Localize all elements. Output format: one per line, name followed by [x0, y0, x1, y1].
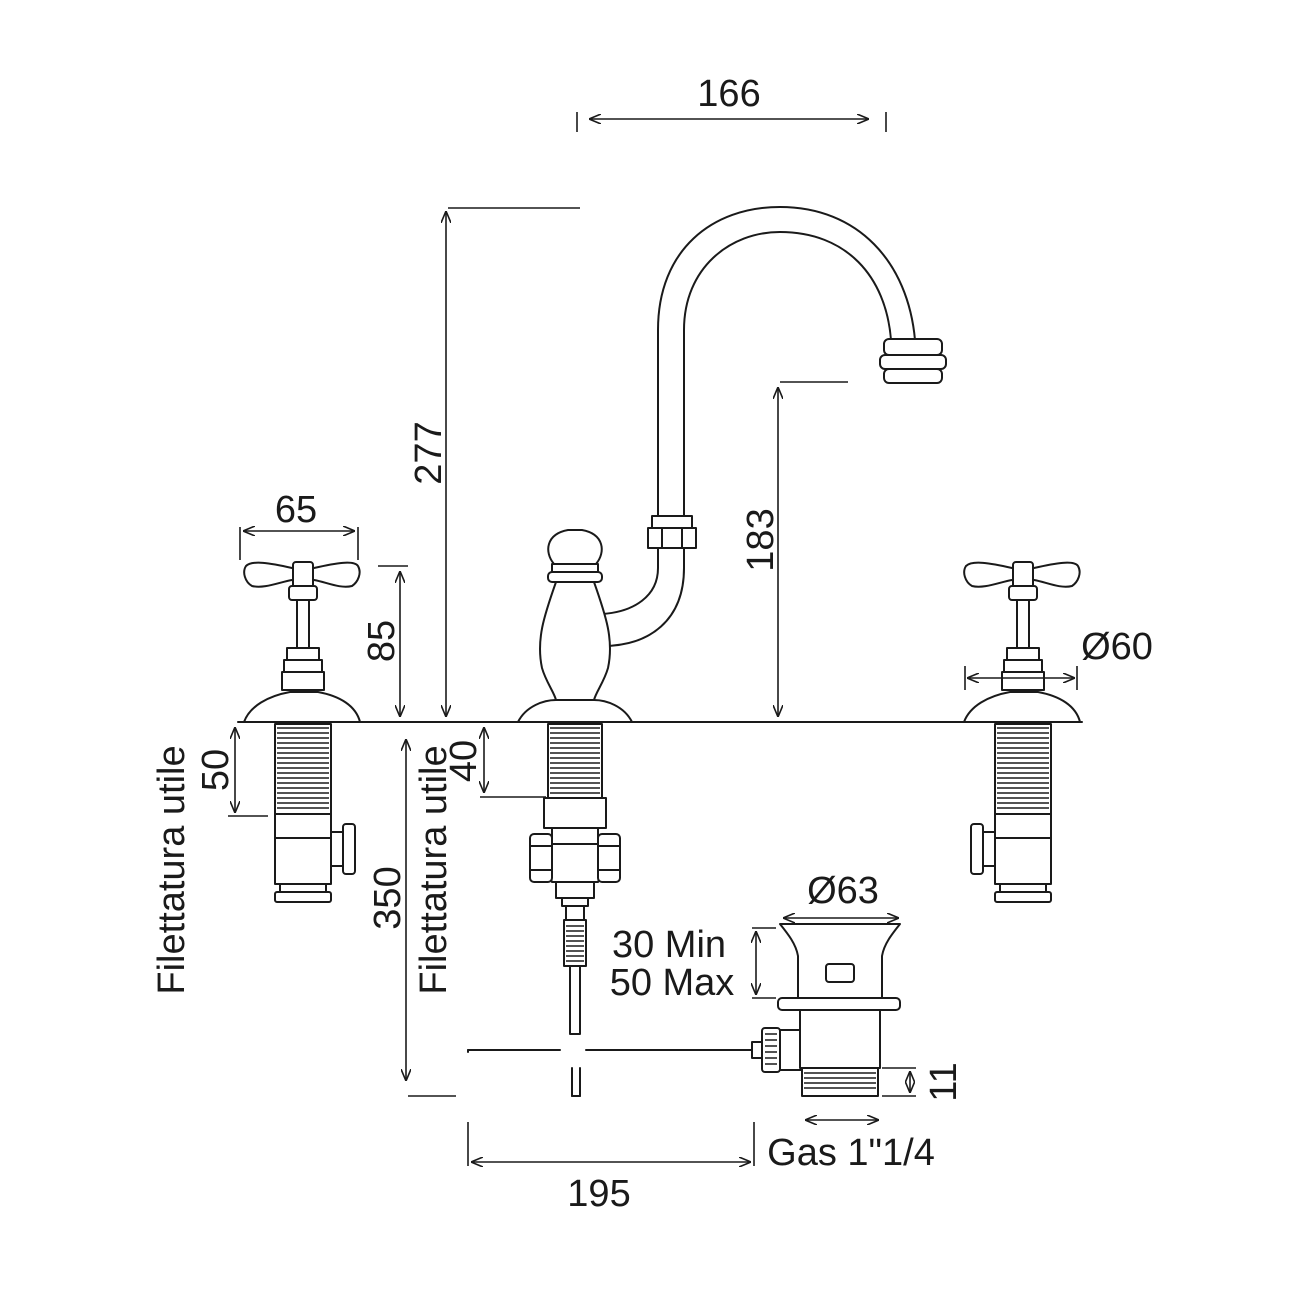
dim-overall-height: 277: [408, 421, 450, 484]
pop-up-waste: [467, 923, 901, 1097]
waste-thread: [804, 1072, 876, 1089]
right-thread: [997, 727, 1049, 809]
dim-waste-thickness-min: 30 Min: [612, 924, 726, 966]
connector-thread: [765, 1033, 777, 1065]
dim-shank-length: 350: [367, 866, 409, 929]
dim-rod-length: 195: [567, 1173, 630, 1215]
dim-waste-thickness-max: 50 Max: [610, 962, 735, 1004]
dim-thread-center-value: 40: [443, 740, 485, 782]
center-thread: [550, 727, 600, 794]
left-valve: [243, 561, 361, 903]
left-thread: [277, 727, 329, 809]
lever-knob: [547, 529, 603, 565]
waste-flange: [779, 923, 901, 999]
dim-waste-diameter: Ø63: [807, 870, 879, 912]
label-thread-left: Filettatura utile: [151, 745, 193, 994]
dim-handle-width: 65: [275, 489, 317, 531]
mixer-body: [539, 581, 611, 701]
dim-handle-height: 85: [361, 620, 403, 662]
dim-thread-left-value: 50: [195, 749, 237, 791]
dim-waste-connection: Gas 1"1/4: [767, 1132, 935, 1174]
dim-escutcheon-diameter: Ø60: [1081, 626, 1153, 668]
dim-waste-thread: 11: [923, 1062, 965, 1101]
spout-assembly: [517, 206, 947, 1035]
dim-spout-reach: 166: [697, 73, 760, 115]
label-thread-center: Filettatura utile: [413, 745, 455, 994]
right-valve: [963, 561, 1081, 903]
rod-thread: [566, 925, 584, 962]
dim-spout-height: 183: [740, 508, 782, 571]
